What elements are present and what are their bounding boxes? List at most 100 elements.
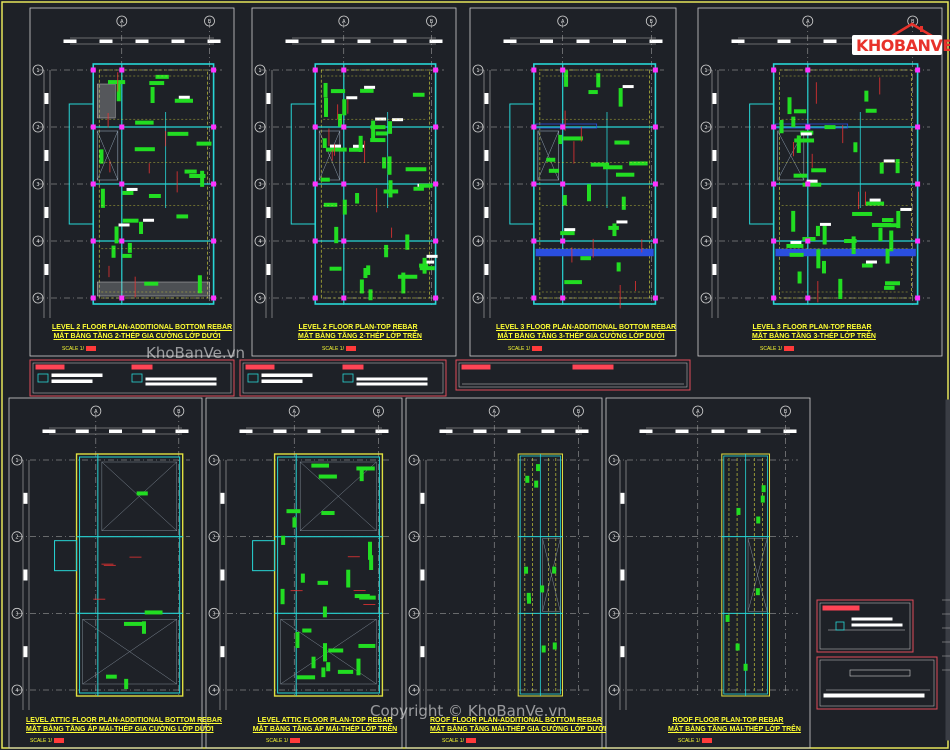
- sheet-border: [205, 397, 403, 749]
- grid-bubble-circle: [11, 531, 23, 543]
- grid-bubble-row: 2: [32, 121, 44, 133]
- rebar-mark: [527, 596, 532, 604]
- grid-bubble-row: 3: [11, 607, 23, 619]
- dimension-text: [109, 429, 122, 433]
- rebar-label: [364, 85, 376, 89]
- grid-bubble-circle: [254, 292, 266, 304]
- grid-bubble-circle: [780, 405, 791, 417]
- dimension-text: [23, 646, 28, 658]
- legend-border: [239, 359, 447, 397]
- rebar-mark: [184, 169, 197, 174]
- rebar-mark: [123, 621, 143, 626]
- dimension-text: [341, 429, 355, 433]
- rebar-mark: [586, 184, 591, 202]
- rebar-mark: [885, 248, 890, 264]
- rebar-mark: [564, 280, 582, 285]
- sheet-subtitle-text: MẶT BẰNG TẦNG MÁI-THÉP LỚP TRÊN: [668, 726, 801, 733]
- grid-bubble-label: 2: [612, 535, 615, 541]
- rebar-mark: [725, 614, 730, 622]
- dimension-text: [712, 150, 717, 161]
- grid-bubble-label: 4: [36, 239, 39, 245]
- sheet-subtitle-text: MẶT BẰNG TẦNG 2-THÉP LỚP TRÊN: [298, 333, 422, 340]
- detail-border: [816, 599, 914, 653]
- rebar-mark: [358, 643, 376, 648]
- grid-bubble-label: B: [430, 19, 434, 25]
- void-area: [777, 130, 805, 181]
- rebar-mark: [791, 116, 796, 128]
- column-mark: [915, 295, 921, 301]
- rebar-mark: [356, 658, 361, 676]
- dimension-text: [620, 492, 625, 504]
- dimension-text: [823, 39, 837, 43]
- rebar-mark: [852, 211, 873, 216]
- dimension-text: [731, 39, 745, 43]
- rebar-mark: [793, 173, 808, 178]
- rebar-mark: [384, 244, 389, 258]
- rebar-label: [616, 220, 628, 224]
- dimension-text: [712, 264, 717, 275]
- rebar-mark: [864, 90, 869, 102]
- column-mark: [341, 67, 347, 73]
- grid-bubble-label: 5: [704, 296, 707, 302]
- column-mark: [531, 238, 537, 244]
- rebar-mark: [300, 573, 305, 583]
- beam-strip: [535, 248, 654, 257]
- legend-inner-border: [32, 362, 232, 394]
- rebar-mark: [359, 595, 376, 600]
- rebar-label: [564, 228, 576, 232]
- dimension-text: [375, 429, 389, 433]
- grid-bubble-label: 3: [476, 182, 479, 188]
- grid-bubble-label: 1: [212, 458, 215, 464]
- rebar-mark: [865, 108, 877, 113]
- void-area: [82, 619, 177, 685]
- grid-bubble-circle: [254, 178, 266, 190]
- column-mark: [119, 181, 125, 187]
- sheet-scale: SCALE 1/: [678, 738, 712, 744]
- rebar-mark: [811, 168, 827, 173]
- stair-outline: [54, 540, 78, 572]
- rebar-mark: [325, 147, 347, 152]
- column-mark: [531, 181, 537, 187]
- rebar-mark: [525, 475, 530, 483]
- column-mark: [90, 67, 96, 73]
- rebar-mark: [614, 140, 630, 145]
- void-area: [96, 130, 119, 181]
- column-mark: [652, 238, 658, 244]
- dimension-text: [783, 429, 797, 433]
- column-mark: [652, 124, 658, 130]
- grid-bubble-label: A: [94, 409, 98, 415]
- dimension-text: [576, 39, 590, 43]
- grid-bubble-label: B: [177, 409, 181, 415]
- dimension-text: [99, 39, 113, 43]
- rebar-mark: [355, 193, 360, 204]
- void-area: [299, 461, 377, 531]
- rebar-mark: [588, 90, 598, 95]
- detail-rebar: [849, 669, 911, 677]
- column-mark: [915, 238, 921, 244]
- rebar-mark: [122, 190, 134, 195]
- rebar-mark: [560, 231, 575, 236]
- rebar-mark: [388, 121, 393, 134]
- rebar-mark: [761, 485, 766, 493]
- rebar-mark: [358, 135, 363, 152]
- rebar-mark: [337, 113, 342, 127]
- grid-bubble-circle: [254, 121, 266, 133]
- grid-bubble-col: A: [802, 15, 814, 27]
- column-mark: [771, 67, 777, 73]
- dimension-text: [63, 39, 77, 43]
- rebar-mark: [144, 281, 159, 286]
- column-mark: [560, 238, 566, 244]
- grid-bubble-label: B: [784, 409, 788, 415]
- grid-bubble-label: A: [696, 409, 700, 415]
- column-mark: [341, 181, 347, 187]
- grid-bubble-label: 2: [412, 535, 415, 541]
- rebar-mark: [363, 267, 368, 279]
- dimension-text: [507, 429, 521, 433]
- hatch-area: [96, 83, 116, 119]
- sheet-title-text: LEVEL 2 FLOOR PLAN-TOP REBAR: [298, 324, 418, 331]
- grid-bubble-circle: [11, 684, 23, 696]
- grid-bubble-circle: [472, 64, 484, 76]
- dimension-text: [220, 569, 225, 581]
- rebar-mark: [418, 183, 433, 188]
